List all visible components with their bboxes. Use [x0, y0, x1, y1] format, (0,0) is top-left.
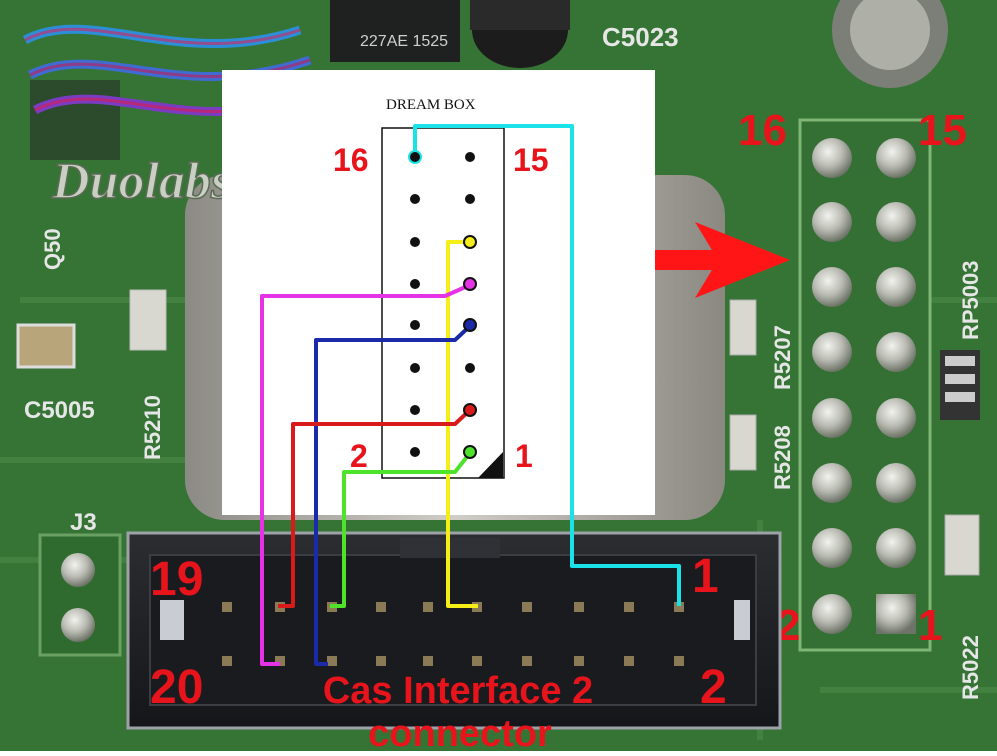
component-c5005	[16, 323, 76, 369]
board-header-pads	[812, 138, 916, 634]
label-q50: Q50	[40, 228, 65, 270]
wire-green	[330, 451, 472, 608]
j3-pads	[38, 533, 122, 657]
cas-pin-1-label: 1	[692, 550, 719, 603]
label-rp5003: RP5003	[958, 260, 983, 340]
dreambox-pin-15-label: 15	[513, 142, 549, 178]
cas-connector: 19 1 20 2 Cas Interface 2 connector	[126, 531, 782, 755]
label-c5005: C5005	[24, 397, 95, 424]
label-r5022: R5022	[958, 635, 983, 700]
logo-text: Duolabs	[51, 153, 231, 210]
label-c5023: C5023	[602, 22, 679, 52]
chip	[330, 0, 460, 62]
pin1-marker	[478, 452, 503, 478]
wire-blue	[314, 324, 472, 666]
label-r5207: R5207	[770, 325, 795, 390]
wire-red	[278, 408, 472, 608]
cas-pins	[222, 602, 684, 666]
dreambox-pin-16-label: 16	[333, 142, 369, 178]
dreambox-pin-block	[381, 127, 505, 479]
dreambox-pins	[408, 150, 477, 459]
label-r5210: R5210	[140, 395, 165, 460]
board-pin-1-label: 1	[918, 601, 942, 650]
board-pin-15-label: 15	[918, 106, 967, 155]
cas-latch-left	[160, 600, 184, 640]
dreambox-pin-1-label: 1	[515, 438, 533, 474]
duolabs-logo: Duolabs	[22, 24, 317, 211]
cas-caption-line2: connector	[368, 713, 552, 751]
label-j3: J3	[70, 509, 97, 536]
board-header-outline	[798, 118, 932, 652]
chip-label: 227AE 1525	[360, 33, 448, 50]
board-header: 16 15 2 1	[738, 106, 967, 652]
cas-pin-19-label: 19	[150, 553, 203, 606]
cas-pin-20-label: 20	[150, 661, 203, 714]
wire-cyan	[413, 124, 681, 606]
label-r5208: R5208	[770, 425, 795, 490]
resistor-pack	[940, 350, 980, 420]
wire-magenta	[260, 283, 471, 666]
cas-latch-right	[734, 600, 750, 640]
cas-caption-line1: Cas Interface 2	[323, 670, 593, 712]
wires	[260, 124, 681, 666]
dreambox-title: DREAM BOX	[386, 97, 476, 113]
dreambox-pin-2-label: 2	[350, 438, 368, 474]
cas-pin-2-label: 2	[700, 661, 727, 714]
board-pin-16-label: 16	[738, 106, 787, 155]
